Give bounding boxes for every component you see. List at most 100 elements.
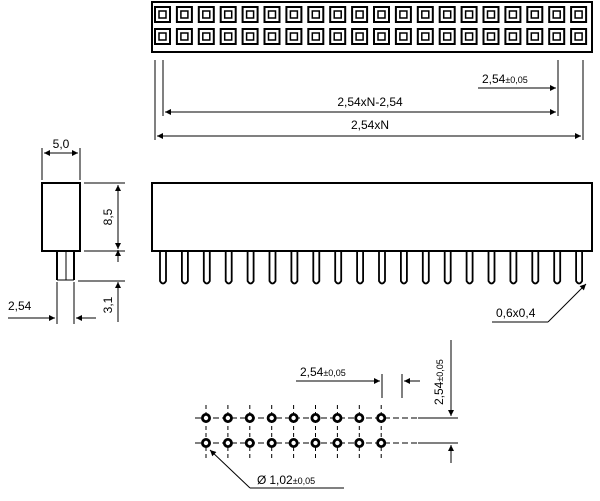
top-pin-socket	[460, 6, 478, 23]
top-pin-hole	[552, 32, 561, 41]
front-pin	[268, 251, 277, 285]
top-pin-socket	[394, 28, 412, 45]
fp-hole	[203, 415, 209, 421]
top-pin-hole	[530, 32, 540, 41]
top-pin-hole	[552, 10, 561, 19]
top-pin-hole	[574, 10, 583, 19]
side-view: 5,0 8,5 3,1 2,54	[8, 137, 125, 324]
front-pin	[312, 251, 321, 285]
top-pin-socket	[285, 28, 303, 45]
top-pin-hole	[486, 32, 496, 41]
top-pin-hole	[202, 32, 211, 41]
fp-hole	[357, 415, 362, 421]
top-pin-socket	[460, 28, 478, 45]
top-pin-socket	[438, 28, 456, 45]
front-pin	[202, 251, 211, 285]
top-pin-socket	[351, 6, 369, 23]
top-pin-socket	[482, 28, 500, 45]
top-pin-hole	[486, 10, 496, 19]
front-pin	[443, 251, 452, 285]
top-pin-socket	[548, 28, 566, 45]
top-pitch-label: 2,54±0,05	[482, 72, 528, 86]
top-pin-socket	[219, 6, 237, 23]
top-pin-hole	[399, 10, 408, 19]
front-pin	[181, 251, 189, 285]
top-pin-socket	[241, 28, 259, 45]
top-pin-socket	[416, 28, 434, 45]
top-pin-socket	[526, 6, 544, 23]
top-pin-socket	[482, 6, 500, 23]
top-pin-hole	[267, 32, 277, 41]
front-pin	[290, 251, 299, 285]
top-pin-hole	[508, 32, 518, 41]
top-pin-socket	[307, 28, 325, 45]
front-pin	[224, 251, 233, 285]
top-pin-hole	[377, 10, 386, 19]
top-pin-socket	[263, 6, 281, 23]
top-pin-socket	[175, 28, 193, 45]
front-pin	[378, 251, 386, 285]
fp-hole	[247, 440, 252, 446]
fp-hole	[313, 440, 318, 446]
top-pin-socket	[263, 28, 281, 45]
top-pin-hole	[442, 32, 452, 41]
fp-hole	[335, 440, 340, 446]
top-pin-hole	[355, 32, 364, 41]
top-pin-hole	[464, 10, 474, 19]
footprint-hole-grid	[195, 405, 418, 460]
top-pin-socket	[548, 6, 566, 23]
top-pin-socket	[197, 28, 215, 45]
side-body	[41, 182, 81, 252]
front-pin	[487, 251, 496, 285]
front-pin	[509, 251, 518, 285]
top-pin-hole	[333, 10, 342, 19]
top-pin-socket	[154, 28, 171, 45]
top-pin-socket	[394, 6, 412, 23]
top-pin-hole	[289, 32, 299, 41]
top-pin-socket	[416, 6, 434, 23]
top-pin-hole	[377, 32, 386, 41]
top-pin-hole	[464, 32, 474, 41]
top-pin-socket	[219, 28, 237, 45]
fp-hole	[379, 440, 384, 446]
top-pin-hole	[267, 10, 277, 19]
top-view: 2,54±0,05 2,54xN-2,54 2,54xN	[151, 1, 593, 140]
fp-pitch-h-label: 2,54±0,05	[300, 365, 346, 379]
fp-hole-leader	[209, 449, 251, 489]
top-pin-hole	[158, 32, 167, 41]
top-pin-socket	[570, 6, 588, 23]
front-pin	[575, 251, 583, 285]
front-pin	[159, 251, 167, 285]
top-pin-socket	[307, 6, 325, 23]
top-pin-socket	[373, 28, 390, 45]
top-pin-socket	[154, 6, 171, 23]
front-pin	[334, 251, 343, 285]
front-pin	[246, 251, 255, 285]
top-pin-socket	[329, 28, 347, 45]
top-pin-socket	[175, 6, 193, 23]
front-pin	[400, 251, 408, 285]
top-pin-hole	[508, 10, 518, 19]
top-pin-hole	[180, 10, 189, 19]
side-pitch-label: 2,54	[8, 299, 32, 313]
top-pin-hole	[530, 10, 540, 19]
fp-hole	[291, 440, 296, 446]
side-pin-length-label: 3,1	[101, 296, 115, 313]
fp-hole	[247, 415, 252, 421]
top-pin-hole	[355, 10, 364, 19]
top-view-pin-grid	[154, 6, 588, 45]
fp-hole	[357, 440, 362, 446]
top-pin-hole	[442, 10, 452, 19]
top-pin-hole	[223, 10, 233, 19]
front-view: 0,6x0,4	[151, 182, 593, 323]
front-pin-section-label: 0,6x0,4	[496, 306, 536, 320]
fp-hole	[269, 440, 274, 446]
top-pin-hole	[333, 32, 342, 41]
fp-hole	[379, 415, 384, 421]
front-pin	[421, 251, 430, 285]
front-pin	[356, 251, 364, 285]
top-pin-socket	[504, 28, 522, 45]
